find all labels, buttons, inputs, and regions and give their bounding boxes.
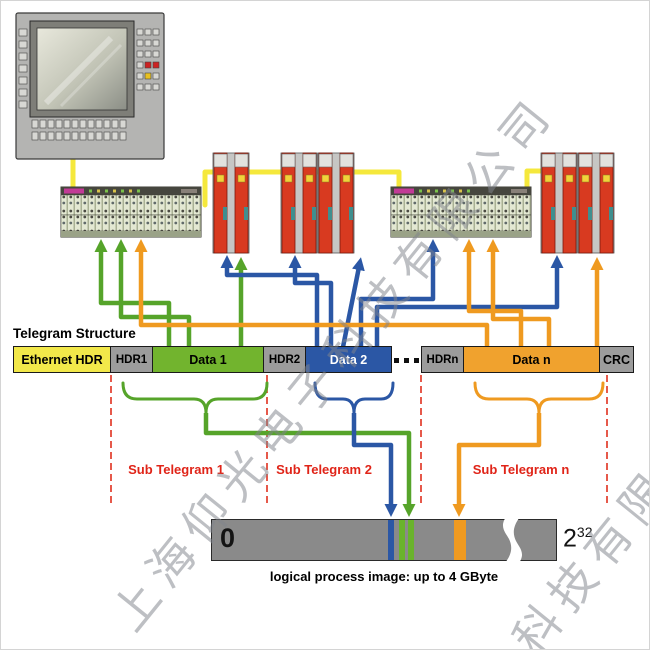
panel-screen xyxy=(36,27,128,111)
ellipsis-separator xyxy=(392,346,422,373)
process-image-end-label: 232 xyxy=(563,525,592,551)
segment-hdr1: HDR1 xyxy=(110,346,153,373)
process-mark-datan xyxy=(454,520,466,560)
segment-ethernet-hdr: Ethernet HDR xyxy=(13,346,111,373)
brace-sub1 xyxy=(121,381,269,414)
process-image-caption: logical process image: up to 4 GByte xyxy=(269,569,499,584)
segment-crc: CRC xyxy=(599,346,634,373)
drive-module-1 xyxy=(212,152,250,254)
data2-arrows xyxy=(220,239,564,348)
sub-telegram-braces xyxy=(121,381,605,414)
drive-module-3 xyxy=(317,152,355,254)
segment-data1: Data 1 xyxy=(152,346,264,373)
sub-telegram-1-label: Sub Telegram 1 xyxy=(128,462,224,477)
sub-telegram-2-label: Sub Telegram 2 xyxy=(276,462,372,477)
panel-bottom-keys xyxy=(31,119,127,141)
telegram-structure-title: Telegram Structure xyxy=(13,326,136,341)
process-mark-data1b xyxy=(408,520,414,560)
segment-hdrn: HDRn xyxy=(421,346,464,373)
sub-telegram-separators xyxy=(110,375,608,507)
process-image-bar: 0 xyxy=(211,519,557,561)
drive-module-5 xyxy=(577,152,615,254)
telegram-bar: Ethernet HDR HDR1 Data 1 HDR2 Data 2 HDR… xyxy=(13,346,641,373)
segment-hdr2: HDR2 xyxy=(263,346,306,373)
control-panel xyxy=(15,12,165,160)
process-mark-data1a xyxy=(399,520,405,560)
drive-module-4 xyxy=(540,152,578,254)
cable-terminal2-to-drives xyxy=(510,154,560,208)
watermark-2: 上海仰光电子科技有限公司 xyxy=(290,369,650,650)
drive-module-2 xyxy=(280,152,318,254)
datan-arrows xyxy=(134,239,604,347)
bus-terminal-block-2 xyxy=(390,186,532,238)
pow-exponent: 32 xyxy=(576,524,593,540)
fieldbus-cables xyxy=(70,154,560,208)
process-image-start-label: 0 xyxy=(220,523,236,553)
segment-data2: Data 2 xyxy=(305,346,392,373)
panel-left-keys xyxy=(18,28,28,109)
bus-terminal-block-1 xyxy=(60,186,202,238)
segment-datan: Data n xyxy=(463,346,600,373)
sub-telegram-n-label: Sub Telegram n xyxy=(472,462,570,477)
process-image-arrows xyxy=(203,413,542,517)
panel-keypad xyxy=(136,28,160,91)
brace-sub2 xyxy=(313,381,395,414)
process-mark-data2 xyxy=(388,520,394,560)
brace-subn xyxy=(473,381,605,414)
pow-base: 2 xyxy=(563,524,577,553)
dots-icon xyxy=(394,357,420,363)
cable-terminal1-to-terminal2 xyxy=(202,169,402,208)
